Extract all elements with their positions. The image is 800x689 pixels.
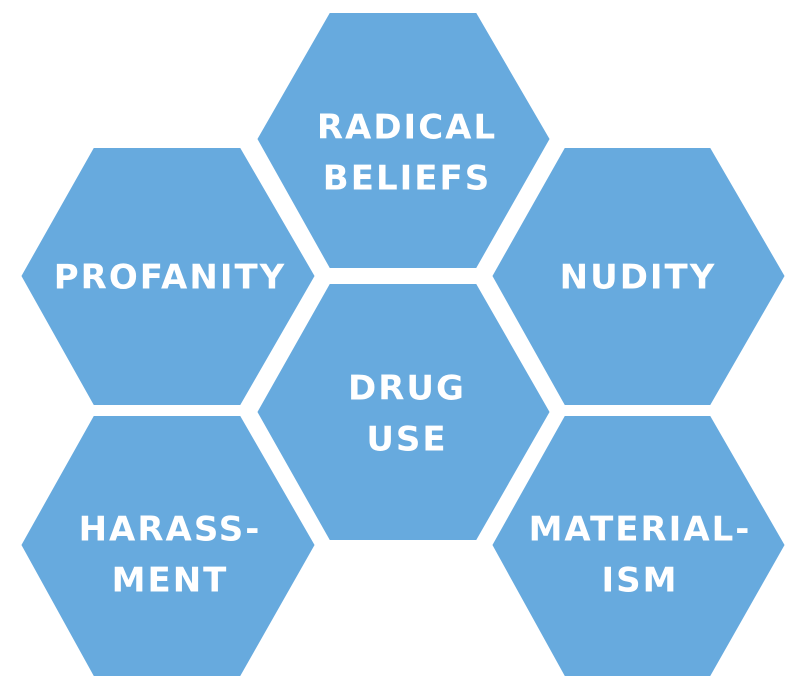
hex-label-line: RADICAL — [317, 108, 497, 148]
hex-label-line: PROFANITY — [54, 258, 287, 298]
hex-drug-use: DRUG USE — [251, 278, 556, 546]
hexagon-shape — [486, 410, 791, 682]
hex-nudity: NUDITY — [486, 142, 791, 411]
hexagon-shape — [15, 142, 321, 411]
hex-materialism: MATERIAL- ISM — [486, 410, 791, 682]
hexagon-shape — [15, 410, 321, 682]
hex-label-line: HARASS- — [79, 510, 262, 550]
hexagon-shape — [251, 278, 556, 546]
hexagon-shape — [251, 7, 556, 274]
hex-label-line: BELIEFS — [323, 159, 491, 199]
hex-profanity: PROFANITY — [15, 142, 321, 411]
hex-label-line: DRUG — [348, 369, 466, 409]
hex-label-line: MENT — [112, 561, 229, 601]
hex-label-line: NUDITY — [560, 258, 717, 298]
hex-radical-beliefs: RADICAL BELIEFS — [251, 7, 556, 274]
hex-label-line: MATERIAL- — [529, 510, 752, 550]
hexagon-shape — [486, 142, 791, 411]
hex-label-line: USE — [366, 420, 447, 460]
hex-harassment: HARASS- MENT — [15, 410, 321, 682]
hex-label-line: ISM — [602, 561, 679, 601]
